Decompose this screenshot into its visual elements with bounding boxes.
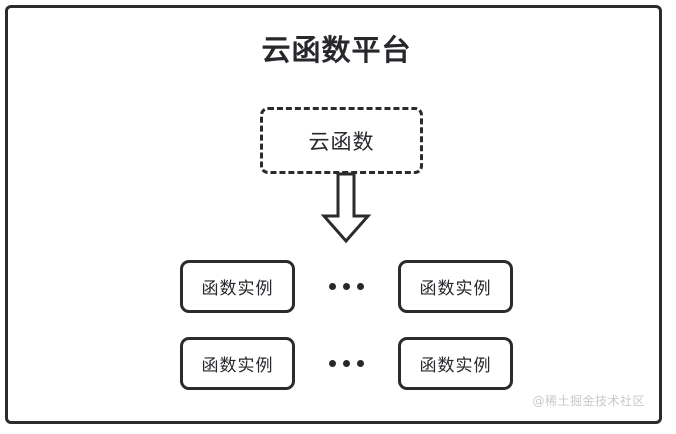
function-instance-box: 函数实例 bbox=[398, 337, 513, 390]
ellipsis-dot bbox=[357, 283, 364, 290]
ellipsis-dot bbox=[329, 360, 336, 367]
function-instance-box: 函数实例 bbox=[180, 260, 295, 313]
page-title: 云函数平台 bbox=[261, 33, 412, 67]
function-instance-label: 函数实例 bbox=[201, 356, 274, 376]
function-instance-label: 函数实例 bbox=[419, 356, 492, 376]
watermark: @稀土掘金技术社区 bbox=[532, 394, 645, 408]
ellipsis-dot bbox=[357, 360, 364, 367]
function-instance-label: 函数实例 bbox=[201, 279, 274, 299]
ellipsis-dot bbox=[343, 283, 350, 290]
platform-frame: 云函数平台 云函数 函数实例 函数实例 函数实例 函数实例 bbox=[5, 5, 662, 424]
ellipsis-icon bbox=[329, 337, 364, 390]
cloud-function-label: 云函数 bbox=[308, 129, 375, 154]
cloud-function-node: 云函数 bbox=[260, 107, 423, 174]
ellipsis-icon bbox=[329, 260, 364, 313]
function-instance-box: 函数实例 bbox=[180, 337, 295, 390]
instance-row: 函数实例 函数实例 bbox=[180, 337, 513, 390]
down-block-arrow-icon bbox=[320, 172, 372, 244]
instance-row: 函数实例 函数实例 bbox=[180, 260, 513, 313]
ellipsis-dot bbox=[329, 283, 336, 290]
ellipsis-dot bbox=[343, 360, 350, 367]
function-instance-label: 函数实例 bbox=[419, 279, 492, 299]
function-instance-box: 函数实例 bbox=[398, 260, 513, 313]
